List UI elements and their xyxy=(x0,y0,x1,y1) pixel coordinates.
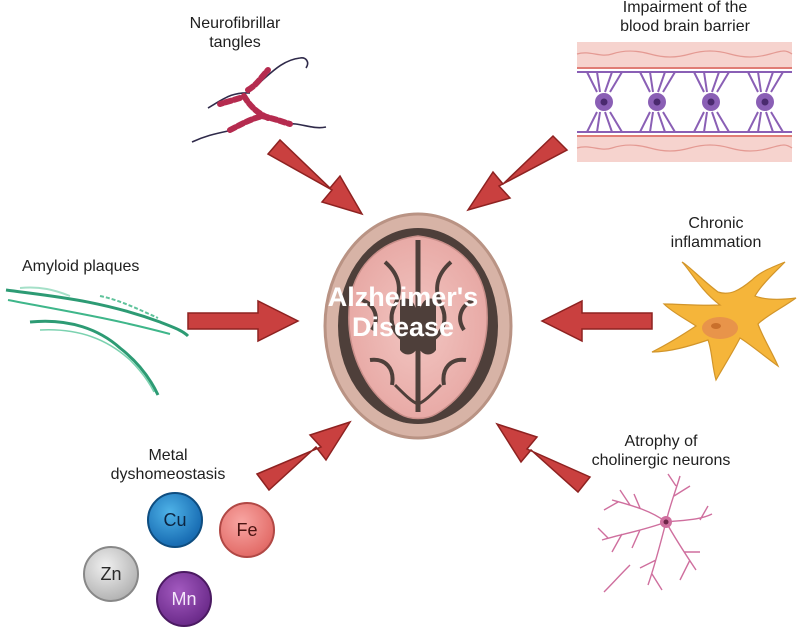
center-title-line: Disease xyxy=(351,312,455,342)
label-line: Impairment of the xyxy=(622,0,748,16)
label-line: tangles xyxy=(209,34,261,51)
blood-brain-barrier-illustration xyxy=(576,42,793,162)
arrow-from-inflammation xyxy=(540,299,653,343)
center-title-line: Alzheimer's xyxy=(327,282,479,312)
label-bbb: Impairment of the blood brain barrier xyxy=(590,0,780,36)
cholinergic-neuron-illustration xyxy=(597,473,713,593)
label-line: Metal xyxy=(148,447,188,464)
label-neurofibrillar-tangles: Neurofibrillar tangles xyxy=(175,14,295,52)
neurofibrillar-tangle-illustration xyxy=(191,57,327,143)
label-atrophy-cholinergic: Atrophy of cholinergic neurons xyxy=(573,432,749,470)
ion-zn: Zn xyxy=(83,546,139,602)
label-line: Chronic xyxy=(688,215,744,232)
label-line: inflammation xyxy=(670,234,762,251)
astrocyte-illustration xyxy=(651,261,797,382)
label-line: Atrophy of xyxy=(624,433,698,450)
ion-cu: Cu xyxy=(147,492,203,548)
label-line: Amyloid plaques xyxy=(22,258,140,275)
neuron-nucleus xyxy=(663,519,669,525)
brain-illustration xyxy=(323,212,513,440)
ion-fe: Fe xyxy=(219,502,275,558)
label-metal-dyshomeostasis: Metal dyshomeostasis xyxy=(98,446,238,484)
amyloid-plaques-illustration xyxy=(5,286,190,396)
arrow-from-atrophy xyxy=(495,422,592,494)
label-chronic-inflammation: Chronic inflammation xyxy=(656,214,776,252)
label-line: blood brain barrier xyxy=(620,18,750,35)
label-amyloid-plaques: Amyloid plaques xyxy=(22,257,172,276)
center-title: Alzheimer's Disease xyxy=(308,282,498,342)
label-line: dyshomeostasis xyxy=(110,466,226,483)
arrow-from-metal xyxy=(255,420,352,492)
label-line: Neurofibrillar xyxy=(189,15,281,32)
label-line: cholinergic neurons xyxy=(591,452,731,469)
arrow-from-amyloid xyxy=(187,299,300,343)
arrow-from-neurofibrillar xyxy=(266,138,364,216)
arrow-from-bbb xyxy=(466,134,569,212)
